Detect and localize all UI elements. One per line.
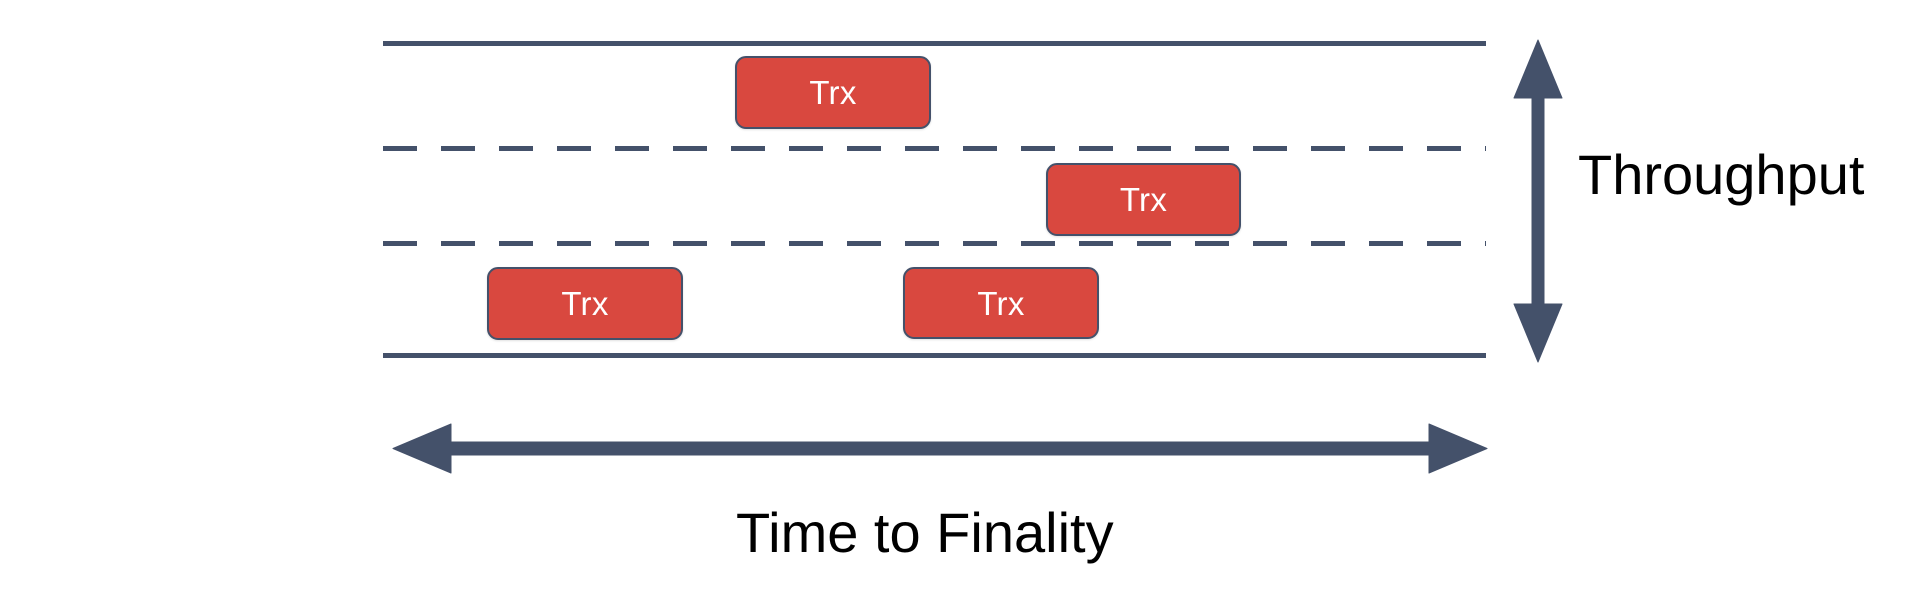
lane-top-boundary-line	[383, 41, 1486, 46]
lane-divider-line-1	[383, 146, 1486, 151]
transaction-block-4[interactable]: Trx	[903, 267, 1099, 339]
transaction-label: Trx	[1119, 181, 1168, 218]
time-to-finality-axis-label: Time to Finality	[736, 501, 1114, 564]
transaction-label: Trx	[561, 285, 609, 322]
transaction-block-3[interactable]: Trx	[487, 267, 683, 340]
transaction-label: Trx	[977, 284, 1025, 322]
transaction-block-2[interactable]: Trx	[1046, 163, 1241, 236]
transaction-label: Trx	[809, 74, 857, 111]
transaction-block-1[interactable]: Trx	[735, 56, 931, 129]
throughput-double-arrow-icon	[1513, 39, 1563, 363]
time-to-finality-double-arrow-icon	[392, 423, 1488, 474]
throughput-axis-label: Throughput	[1578, 143, 1865, 206]
lane-bottom-boundary-line	[383, 353, 1486, 358]
lane-divider-line-2	[383, 241, 1486, 246]
